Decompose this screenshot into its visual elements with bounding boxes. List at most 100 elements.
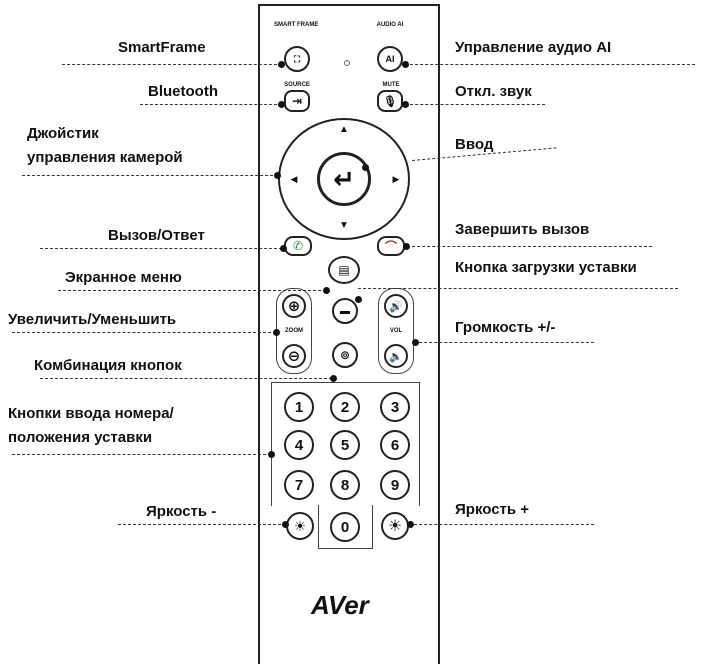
leader-volume bbox=[414, 342, 594, 343]
audio-ai-tiny-label: AUDIO AI bbox=[376, 22, 404, 28]
arrow-right-icon[interactable]: ▶ bbox=[392, 174, 400, 184]
leader-bluetooth bbox=[140, 104, 282, 105]
zoom-out-button[interactable]: ⊖ bbox=[282, 344, 306, 368]
numpad-key-7[interactable]: 7 bbox=[284, 470, 314, 500]
label-enter: Ввод bbox=[455, 136, 494, 153]
leader-osd bbox=[58, 290, 326, 291]
anchor-volume bbox=[412, 339, 419, 346]
anchor-brightness-minus bbox=[282, 521, 289, 528]
numpad-key-3[interactable]: 3 bbox=[380, 392, 410, 422]
anchor-osd bbox=[323, 287, 330, 294]
audio-ai-button[interactable]: AI bbox=[377, 46, 403, 72]
numpad-key-6[interactable]: 6 bbox=[380, 430, 410, 460]
smartframe-icon: ⛶ bbox=[293, 53, 301, 64]
label-combo: Комбинация кнопок bbox=[34, 357, 182, 374]
label-joystick-line2: управления камерой bbox=[27, 149, 183, 166]
leader-smartframe bbox=[62, 64, 282, 65]
smartframe-tiny-label: SMART FRAME bbox=[274, 22, 319, 28]
source-icon: ⇥ bbox=[291, 94, 303, 108]
leader-brightness-plus bbox=[409, 524, 594, 525]
anchor-combo bbox=[330, 375, 337, 382]
combo-button[interactable]: ⊚ bbox=[332, 342, 358, 368]
volume-down-icon: 🔉 bbox=[389, 350, 403, 363]
leader-zoom bbox=[12, 332, 276, 333]
arrow-left-icon[interactable]: ◀ bbox=[290, 174, 298, 184]
label-volume: Громкость +/- bbox=[455, 319, 556, 336]
leader-preset bbox=[358, 288, 678, 289]
anchor-zoom bbox=[273, 329, 280, 336]
source-tiny-label: SOURCE bbox=[284, 82, 310, 88]
zoom-in-icon: ⊕ bbox=[287, 298, 301, 315]
mic-off-icon: 🎙 bbox=[383, 95, 397, 108]
mute-button[interactable]: 🎙 bbox=[377, 90, 403, 112]
phone-call-icon: ✆ bbox=[292, 239, 304, 253]
anchor-preset bbox=[355, 296, 362, 303]
zoom-out-icon: ⊖ bbox=[287, 348, 301, 365]
anchor-enter bbox=[362, 164, 369, 171]
label-numpad-line2: положения уставки bbox=[8, 429, 153, 446]
menu-icon: ▤ bbox=[338, 263, 350, 277]
phone-hangup-icon: ⌒ bbox=[384, 239, 397, 254]
volume-down-button[interactable]: 🔉 bbox=[384, 344, 408, 368]
arrow-up-icon[interactable]: ▲ bbox=[339, 124, 349, 135]
anchor-audio-ai bbox=[402, 61, 409, 68]
label-zoom: Увеличить/Уменьшить bbox=[8, 311, 177, 328]
sun-large-icon: ☀ bbox=[387, 518, 403, 535]
zoom-in-button[interactable]: ⊕ bbox=[282, 294, 306, 318]
anchor-end-call bbox=[403, 243, 410, 250]
leader-brightness-minus bbox=[118, 524, 286, 525]
anchor-mute bbox=[402, 101, 409, 108]
anchor-joystick bbox=[274, 172, 281, 179]
numpad-key-4[interactable]: 4 bbox=[284, 430, 314, 460]
label-joystick-line1: Джойстик bbox=[27, 125, 99, 142]
numpad-key-5[interactable]: 5 bbox=[330, 430, 360, 460]
label-call-answer: Вызов/Ответ bbox=[108, 227, 205, 244]
anchor-numpad bbox=[268, 451, 275, 458]
label-numpad-line1: Кнопки ввода номера/ bbox=[8, 405, 174, 422]
call-answer-button[interactable]: ✆ bbox=[284, 236, 312, 256]
label-audio-ai: Управление аудио AI bbox=[455, 39, 612, 56]
numpad-key-9[interactable]: 9 bbox=[380, 470, 410, 500]
label-brightness-plus: Яркость + bbox=[455, 501, 530, 518]
bluetooth-source-button[interactable]: ⇥ bbox=[284, 90, 310, 112]
arrow-down-icon[interactable]: ▼ bbox=[339, 220, 349, 231]
numpad-key-8[interactable]: 8 bbox=[330, 470, 360, 500]
indicator-led bbox=[344, 60, 350, 66]
anchor-brightness-plus bbox=[407, 521, 414, 528]
mute-tiny-label: MUTE bbox=[382, 82, 400, 88]
remote-control-body bbox=[258, 4, 440, 664]
vol-tiny-label: VOL bbox=[389, 328, 403, 334]
anchor-smartframe bbox=[278, 61, 285, 68]
numpad-key-1[interactable]: 1 bbox=[284, 392, 314, 422]
leader-numpad bbox=[12, 454, 271, 455]
volume-up-button[interactable]: 🔊 bbox=[384, 294, 408, 318]
end-call-button[interactable]: ⌒ bbox=[377, 236, 405, 256]
smartframe-button[interactable]: ⛶ bbox=[284, 46, 310, 72]
anchor-call bbox=[280, 245, 287, 252]
label-mute: Откл. звук bbox=[455, 83, 532, 100]
zoom-tiny-label: ZOOM bbox=[285, 328, 303, 334]
brightness-plus-button[interactable]: ☀ bbox=[381, 512, 409, 540]
numpad-zero-frame bbox=[318, 505, 373, 549]
brightness-minus-button[interactable]: ☀ bbox=[286, 512, 314, 540]
leader-combo bbox=[40, 378, 332, 379]
preset-load-button[interactable]: ▬ bbox=[332, 298, 358, 324]
enter-button[interactable]: ↵ bbox=[317, 152, 371, 206]
label-smartframe: SmartFrame bbox=[118, 39, 206, 56]
leader-end-call bbox=[407, 246, 652, 247]
leader-audio-ai bbox=[405, 64, 695, 65]
label-end-call: Завершить вызов bbox=[455, 221, 590, 238]
label-osd-menu: Экранное меню bbox=[65, 269, 182, 286]
label-bluetooth: Bluetooth bbox=[148, 83, 218, 100]
preset-icon: ▬ bbox=[340, 305, 350, 317]
label-preset-load: Кнопка загрузки уставки bbox=[455, 259, 637, 276]
numpad-key-0[interactable]: 0 bbox=[330, 512, 360, 542]
leader-call bbox=[40, 248, 282, 249]
enter-icon: ↵ bbox=[333, 163, 355, 194]
osd-menu-button[interactable]: ▤ bbox=[328, 256, 360, 284]
brand-logo: AVer bbox=[311, 590, 369, 620]
anchor-bluetooth bbox=[278, 101, 285, 108]
numpad-frame bbox=[271, 382, 420, 506]
leader-mute bbox=[405, 104, 545, 105]
numpad-key-2[interactable]: 2 bbox=[330, 392, 360, 422]
